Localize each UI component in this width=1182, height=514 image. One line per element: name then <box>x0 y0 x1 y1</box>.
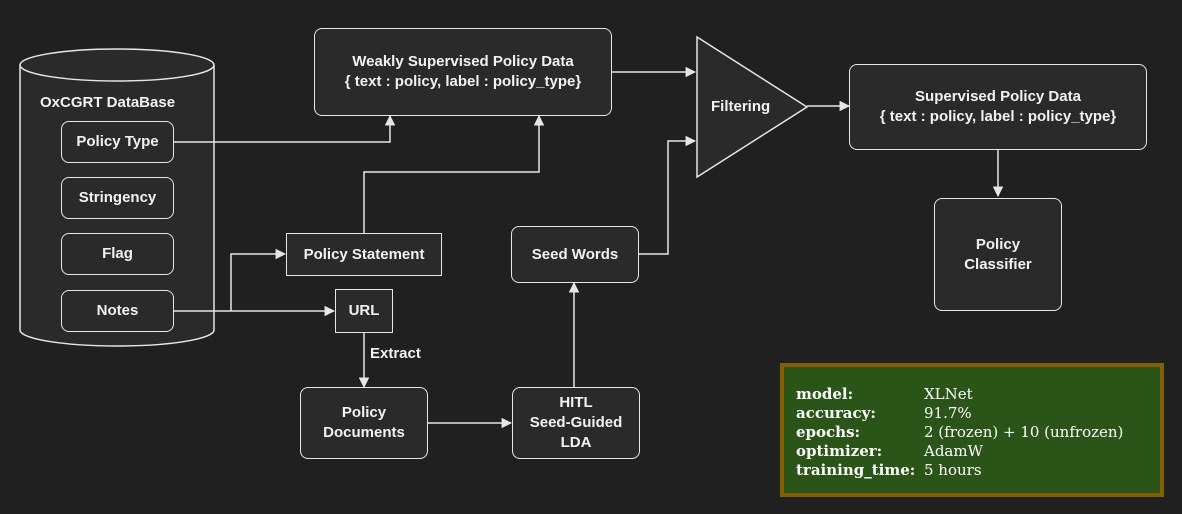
info-key: accuracy: <box>796 404 876 422</box>
edge-statement-to-weak <box>363 114 545 233</box>
info-row-model: model: XLNet <box>796 385 1160 404</box>
edge-notes-to-statement <box>230 248 287 311</box>
field-policy-type: Policy Type <box>61 121 174 163</box>
info-value: XLNet <box>924 385 973 403</box>
policy-classifier-node: Policy Classifier <box>934 198 1062 311</box>
info-key: epochs: <box>796 423 861 441</box>
field-stringency: Stringency <box>61 177 174 219</box>
field-notes: Notes <box>61 290 174 332</box>
info-value: 2 (frozen) + 10 (unfrozen) <box>924 423 1124 441</box>
info-row-training-time: training_time: 5 hours <box>796 461 1160 480</box>
seed-words-node: Seed Words <box>511 226 639 283</box>
policy-statement-node: Policy Statement <box>286 233 442 276</box>
edge-policytype-to-weak <box>174 114 396 143</box>
info-value: 5 hours <box>924 461 982 479</box>
filtering-label: Filtering <box>711 98 771 115</box>
info-key: training_time: <box>796 461 916 479</box>
info-row-accuracy: accuracy: 91.7% <box>796 404 1160 423</box>
info-value: 91.7% <box>924 404 972 422</box>
info-row-epochs: epochs: 2 (frozen) + 10 (unfrozen) <box>796 423 1160 442</box>
database-title: OxCGRT DataBase <box>40 94 176 111</box>
edge-seedwords-to-filtering <box>639 135 697 255</box>
policy-documents-node: Policy Documents <box>300 387 428 459</box>
info-value: AdamW <box>924 442 984 460</box>
info-key: model: <box>796 385 854 403</box>
url-node: URL <box>335 289 393 333</box>
weak-supervised-data-node: Weakly Supervised Policy Data { text : p… <box>314 28 612 116</box>
info-row-optimizer: optimizer: AdamW <box>796 442 1160 461</box>
info-key: optimizer: <box>796 442 883 460</box>
training-info-panel: model: XLNet accuracy: 91.7% epochs: 2 (fro… <box>780 363 1164 497</box>
field-flag: Flag <box>61 233 174 275</box>
supervised-data-node: Supervised Policy Data { text : policy, … <box>849 64 1147 150</box>
extract-edge-label: Extract <box>370 345 421 362</box>
hitl-lda-node: HITL Seed-Guided LDA <box>512 387 640 459</box>
